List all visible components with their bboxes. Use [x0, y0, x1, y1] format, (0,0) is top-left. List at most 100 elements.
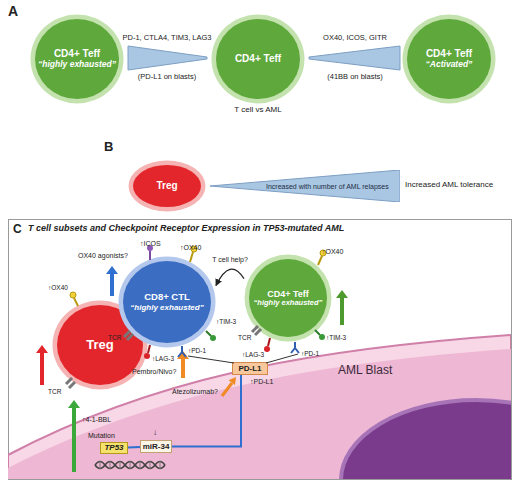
text-holder: CD4+ Teff“highly exhausted” [30, 14, 124, 104]
text-holder: CD4+ Teff [211, 14, 305, 104]
cell-ring [31, 15, 124, 104]
text-label: (41BB on blasts) [327, 73, 382, 81]
text-holder: CD4+ Teff“highly exhausted” [244, 254, 332, 342]
node-text: PD-L1 [238, 365, 261, 373]
text-label: ↑PD-1 [188, 347, 206, 354]
cell-body [216, 19, 300, 99]
connector [128, 446, 140, 448]
text-label: PD-1, CTLA4, TIM3, LAG3 [122, 34, 211, 42]
text-holder: T cell subsets and Checkpoint Receptor E… [28, 224, 344, 234]
node-text: CD4+ Teff [426, 48, 472, 60]
text-holder: PD-L1 [233, 363, 267, 374]
icos-receptor [149, 251, 151, 260]
text-label: TCR [238, 334, 251, 341]
node-text: TP53 [104, 444, 123, 452]
cd8-cell-circle: CD8+ CTL“highly exhausted” [118, 256, 216, 348]
text-label: ↑ICOS [140, 240, 161, 248]
cell-outline [118, 256, 216, 348]
text-label: ↑LAG-3 [152, 355, 174, 362]
binding-line [188, 356, 234, 363]
cell-body [249, 259, 327, 337]
text-label: ↑OX40 [180, 244, 201, 252]
text-holder: Increased with number of AML relapses [266, 170, 398, 202]
increase-arrow [36, 345, 48, 385]
tim3-receptor [206, 331, 211, 336]
node-text: Treg [156, 180, 177, 192]
gene-box: TP53 [100, 442, 128, 454]
node-text: CD8+ CTL [144, 292, 190, 303]
node-text: CD4+ Teff [54, 48, 100, 60]
pd1-receptor [178, 346, 186, 357]
nucleus [341, 400, 511, 479]
connector [216, 269, 244, 285]
tim3-receptor [210, 335, 216, 341]
cell-body [35, 19, 119, 99]
node-text: Treg [86, 338, 113, 353]
cell-ring [212, 15, 305, 104]
node-text: CD4+ Teff [235, 53, 281, 65]
ox40-receptor [70, 292, 76, 298]
cell-ring [129, 161, 206, 212]
pd1-receptor [291, 342, 299, 353]
text-label: (PD-L1 on blasts) [138, 73, 196, 81]
exhausted-cell-circle: CD4+ Teff“highly exhausted” [30, 14, 124, 104]
cell-body [407, 19, 491, 99]
cell-body [123, 261, 211, 343]
node-text: “Activated” [426, 60, 473, 70]
icos-receptor [147, 245, 153, 251]
tcr-receptor [69, 382, 75, 388]
text-label: OX40 agonists? [78, 252, 128, 260]
cell-ring [245, 255, 332, 342]
text-label: ↑OX40 [48, 284, 68, 291]
increase-arrow [106, 266, 118, 296]
text-holder: Treg [128, 160, 206, 212]
treg-circle: Treg [128, 160, 206, 212]
text-label: ↑LAG-3 [242, 351, 264, 358]
ox40-receptor [320, 250, 326, 256]
drug-arrow [177, 351, 189, 378]
cell-ring [403, 15, 496, 104]
wedge-shape [210, 170, 400, 202]
text-label: ↑TIM-3 [216, 318, 236, 325]
text-label: A [8, 4, 18, 19]
text-holder: miR-34 [141, 441, 171, 452]
connector [172, 375, 241, 447]
node-text: “highly exhausted” [130, 303, 203, 312]
text-holder: TP53 [101, 443, 127, 453]
text-label: ↑OX40 [322, 248, 343, 256]
cd4-cell-circle: CD4+ Teff“highly exhausted” [244, 254, 332, 342]
node-text: miR-34 [143, 443, 170, 451]
activated-cell-circle: CD4+ Teff“Activated” [402, 14, 496, 104]
ox40-receptor [74, 298, 78, 306]
gradient-wedge [128, 46, 207, 70]
lag3-receptor [268, 338, 270, 346]
ox40-receptor [190, 252, 193, 262]
node-text: “highly exhausted” [254, 299, 323, 308]
node-text: “highly exhausted” [38, 60, 116, 70]
cell-ring [119, 257, 216, 348]
text-holder: CD8+ CTL“highly exhausted” [118, 256, 216, 348]
node-text: AML Blast [338, 364, 392, 377]
gradient-wedge: Increased with number of AML relapses [210, 170, 400, 202]
text-label: OX40, ICOS, GITR [323, 34, 387, 42]
ox40-receptor [318, 256, 322, 265]
text-label: ↑TIM-3 [326, 334, 346, 341]
gradient-wedge [309, 46, 400, 70]
text-holder: CD4+ Teff“Activated” [402, 14, 496, 104]
effector-cell-circle: CD4+ Teff [211, 14, 305, 104]
node-text: T cell subsets and Checkpoint Receptor E… [28, 224, 344, 234]
text-label: TCR [48, 388, 61, 395]
node-text: CD4+ Teff [267, 289, 309, 299]
node-text: Increased with number of AML relapses [266, 183, 389, 190]
ox40-receptor [191, 246, 197, 252]
lag3-receptor [148, 345, 150, 353]
mirna-box: miR-34 [140, 440, 172, 453]
lag3-receptor [264, 346, 270, 352]
panel-frame: T cell subsets and Checkpoint Receptor E… [8, 219, 512, 480]
text-label: Increased AML tolerance [405, 181, 493, 190]
increase-arrow [336, 290, 348, 325]
tim3-receptor [319, 334, 325, 340]
text-label: B [104, 140, 113, 154]
